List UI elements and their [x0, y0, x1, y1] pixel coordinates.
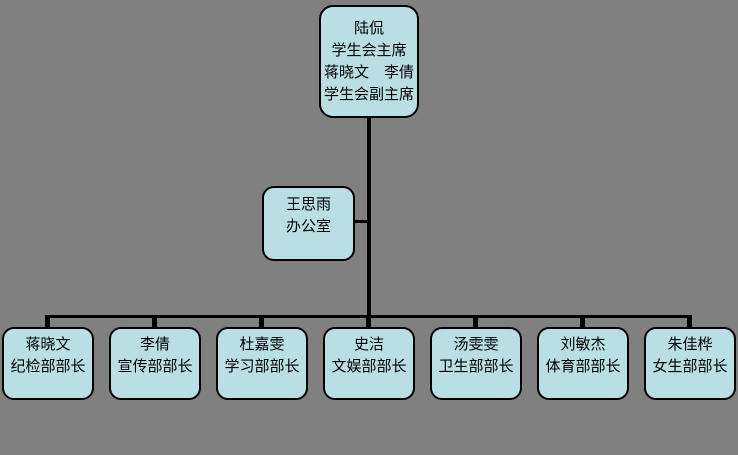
office-name: 王思雨: [285, 195, 331, 213]
connector-trunk: [367, 116, 371, 318]
dept-head-name: 李倩: [139, 335, 170, 353]
dept-head-name: 蒋晓文: [25, 335, 71, 353]
dept-head-title: 女生部部长: [652, 357, 728, 375]
connector-stub-7: [687, 315, 692, 328]
connector-stub-5: [473, 315, 478, 328]
connector-stub-2: [152, 315, 157, 328]
org-node-dept-entertainment[interactable]: 史洁 文娱部部长: [323, 327, 415, 400]
org-node-office[interactable]: 王思雨 办公室: [262, 186, 355, 261]
connector-stub-3: [259, 315, 264, 328]
connector-stub-6: [580, 315, 585, 328]
president-title: 学生会主席: [331, 41, 407, 59]
org-node-dept-hygiene[interactable]: 汤雯雯 卫生部部长: [430, 327, 522, 400]
connector-assistant-link: [352, 220, 369, 223]
dept-head-title: 纪检部部长: [10, 357, 86, 375]
dept-head-title: 卫生部部长: [438, 357, 514, 375]
dept-head-name: 史洁: [353, 335, 384, 353]
office-title: 办公室: [285, 217, 331, 235]
president-name: 陆侃: [353, 19, 384, 37]
dept-head-name: 杜嘉雯: [239, 335, 285, 353]
dept-head-title: 学习部部长: [224, 357, 300, 375]
dept-head-name: 刘敏杰: [560, 335, 606, 353]
dept-head-name: 朱佳桦: [667, 335, 713, 353]
org-node-dept-publicity[interactable]: 李倩 宣传部部长: [109, 327, 201, 400]
dept-head-title: 宣传部部长: [117, 357, 193, 375]
connector-stub-4: [366, 315, 371, 328]
org-node-dept-discipline[interactable]: 蒋晓文 纪检部部长: [2, 327, 94, 400]
org-node-president[interactable]: 陆侃 学生会主席 蒋晓文 李倩 学生会副主席: [319, 5, 419, 118]
dept-head-title: 体育部部长: [545, 357, 621, 375]
vice-president-names: 蒋晓文 李倩: [323, 63, 414, 81]
org-node-dept-sports[interactable]: 刘敏杰 体育部部长: [537, 327, 629, 400]
dept-head-title: 文娱部部长: [331, 357, 407, 375]
vice-president-title: 学生会副主席: [323, 85, 414, 103]
org-node-dept-girls[interactable]: 朱佳桦 女生部部长: [644, 327, 736, 400]
org-node-dept-study[interactable]: 杜嘉雯 学习部部长: [216, 327, 308, 400]
connector-stub-1: [45, 315, 50, 328]
dept-head-name: 汤雯雯: [453, 335, 499, 353]
